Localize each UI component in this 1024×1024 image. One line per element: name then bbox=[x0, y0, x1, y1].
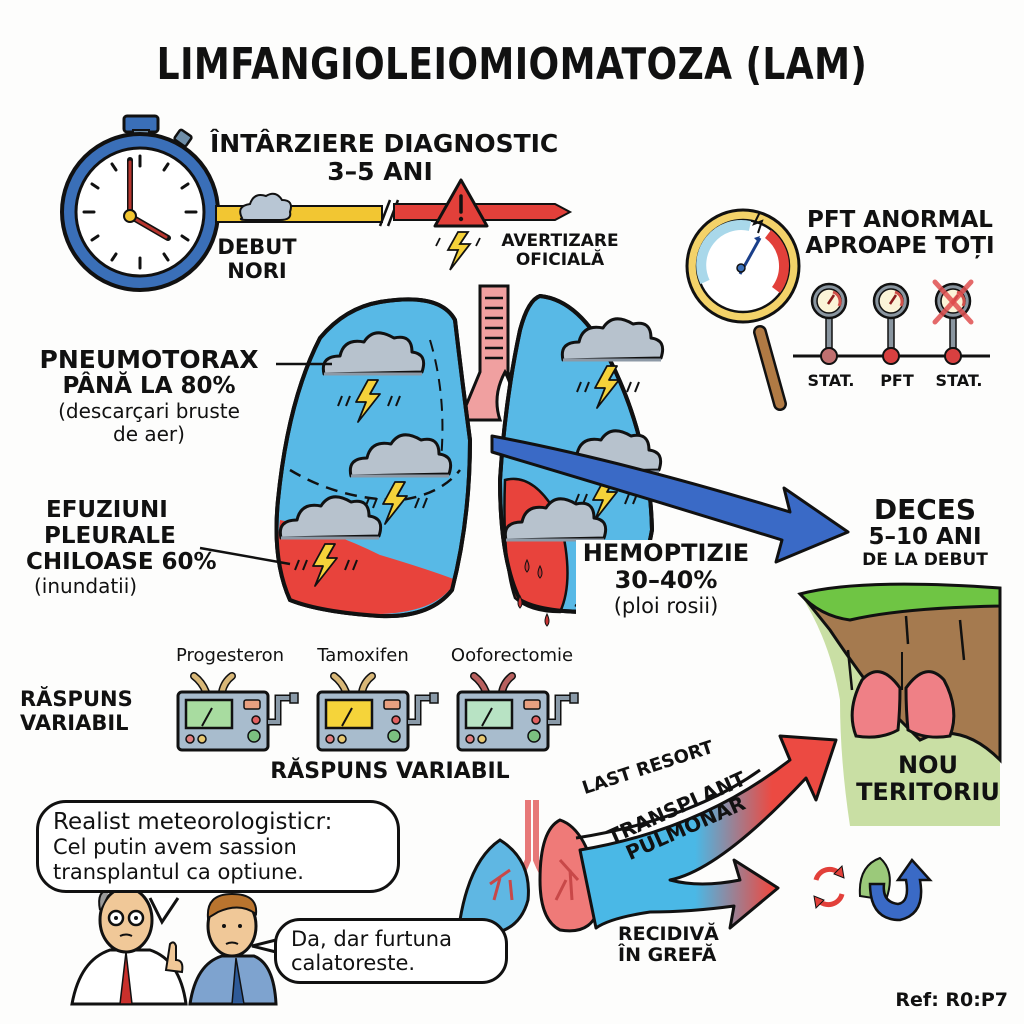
bubble2-line2: calatoreste. bbox=[291, 951, 416, 976]
storm-cloud-icon bbox=[321, 331, 426, 423]
official-warning-line2: OFICIALĂ bbox=[515, 250, 605, 271]
pft-gauge-2 bbox=[872, 282, 910, 365]
treatment-label-progesterone: Progesteron bbox=[176, 645, 284, 666]
pft-label: PFT ANORMAL APROAPE TOȚI bbox=[800, 207, 1000, 260]
diagnostic-delay-heading: ÎNTÂRZIERE DIAGNOSTIC bbox=[210, 129, 559, 158]
variable-response-bottom-label: RĂSPUNS VARIABIL bbox=[270, 759, 510, 784]
cross-out-icon bbox=[932, 279, 974, 325]
storm-cloud-icon bbox=[278, 495, 383, 587]
stopwatch-icon bbox=[60, 114, 220, 292]
new-territory-line2: TERITORIU bbox=[856, 777, 1000, 806]
pneumothorax-title: PNEUMOTORAX bbox=[39, 345, 259, 374]
new-territory-line1: NOU bbox=[898, 751, 958, 779]
treatment-label-tamoxifen: Tamoxifen bbox=[317, 645, 409, 666]
transplant-lungs-icon bbox=[458, 800, 602, 936]
speech-bubble-colleague: Da, dar furtuna calatoreste. bbox=[274, 918, 508, 985]
graft-recurrence-label: RECIDIVĂ ÎN GREFĂ bbox=[618, 923, 748, 967]
treatment-device-2 bbox=[316, 672, 439, 752]
diagnostic-delay-years: 3–5 ANI bbox=[327, 157, 433, 186]
lightning-icon bbox=[435, 231, 481, 271]
reference-label: Ref: R0:P7 bbox=[895, 989, 1008, 1011]
pneumothorax-note-line2: de aer) bbox=[113, 421, 185, 446]
onset-label-line2: NORI bbox=[227, 258, 287, 283]
pft-label-line1: PFT ANORMAL bbox=[807, 207, 993, 233]
effusions-rate: CHILOASE 60% bbox=[26, 548, 217, 575]
variable-response-line2: VARIABIL bbox=[20, 710, 129, 735]
pft-label-line2: APROAPE TOȚI bbox=[805, 232, 995, 259]
hemoptysis-label: HEMOPTIZIE 30–40% (ploi rosii) bbox=[576, 540, 756, 618]
official-warning-label: AVERTIZARE OFICIALĂ bbox=[490, 231, 630, 271]
bubble2-line1: Da, dar furtuna bbox=[291, 927, 452, 951]
pneumothorax-label: PNEUMOTORAX PÂNĂ LA 80% (descarçari brus… bbox=[24, 346, 274, 446]
gauge-label-stat-1: STAT. bbox=[807, 371, 855, 390]
storm-cloud-icon bbox=[560, 317, 665, 409]
graft-recurrence-line1: RECIDIVĂ bbox=[618, 923, 719, 945]
variable-response-line1: RĂSPUNS bbox=[20, 687, 133, 711]
effusions-line2: PLEURALE bbox=[44, 522, 176, 549]
transplant-arrow bbox=[575, 734, 838, 930]
treatment-label-oophorectomy: Ooforectomie bbox=[450, 645, 574, 666]
new-territory-label: NOU TERITORIU bbox=[848, 752, 1008, 806]
death-years: 5–10 ANI bbox=[868, 524, 982, 551]
return-arrow-icon bbox=[858, 856, 933, 922]
cloud-icon bbox=[239, 192, 292, 221]
hemoptysis-rate: 30–40% bbox=[614, 565, 718, 594]
pft-gauge-1 bbox=[810, 282, 848, 365]
bubble-tail bbox=[148, 897, 180, 925]
storm-cloud-icon bbox=[348, 433, 453, 525]
treatment-device-1 bbox=[176, 672, 299, 752]
death-title: DECES bbox=[873, 493, 977, 526]
hemoptysis-note: (ploi rosii) bbox=[613, 593, 719, 618]
gauge-label-stat-2: STAT. bbox=[935, 371, 983, 390]
death-label: DECES 5–10 ANI DE LA DEBUT bbox=[830, 494, 1020, 570]
bubble-tail bbox=[251, 938, 277, 954]
speech-bubble-meteorologist: Realist meteorologisticr: Cel putin avem… bbox=[36, 800, 400, 893]
treatment-device-3 bbox=[456, 672, 579, 752]
onset-label-line1: DEBUT bbox=[217, 235, 297, 259]
pneumothorax-note-line1: (descarçari bruste bbox=[58, 398, 240, 423]
cliff-icon bbox=[797, 582, 1002, 826]
doctor-meteorologist-figure bbox=[70, 886, 188, 1006]
page-title: LIMFANGIOLEIOMIOMATOZA (LAM) bbox=[156, 39, 868, 90]
doctor-colleague-figure bbox=[188, 892, 278, 1006]
pft-gauge-3 bbox=[932, 279, 974, 365]
official-warning-line1: AVERTIZARE bbox=[501, 231, 619, 251]
variable-response-side-label: RĂSPUNS VARIABIL bbox=[20, 687, 150, 735]
diagnostic-delay-label: ÎNTÂRZIERE DIAGNOSTIC 3–5 ANI bbox=[210, 129, 559, 186]
onset-label: DEBUT NORI bbox=[212, 235, 302, 283]
magnifier-gauge-icon bbox=[685, 208, 801, 411]
bubble1-line2: Cel putin avem sassion bbox=[53, 835, 297, 860]
effusions-label: EFUZIUNI PLEURALE CHILOASE 60% (inundati… bbox=[26, 497, 236, 599]
death-from-onset: DE LA DEBUT bbox=[862, 550, 988, 571]
progression-arrow bbox=[490, 434, 850, 564]
recycle-icon bbox=[813, 864, 845, 910]
graft-recurrence-line2: ÎN GREFĂ bbox=[618, 944, 717, 967]
effusions-note: (inundatii) bbox=[34, 574, 138, 599]
bubble1-line3: transplantul ca optiune. bbox=[53, 859, 304, 884]
gauge-label-pft: PFT bbox=[880, 371, 914, 390]
pneumothorax-rate: PÂNĂ LA 80% bbox=[62, 373, 236, 399]
warning-triangle-icon bbox=[433, 178, 489, 228]
bubble1-line1: Realist meteorologisticr: bbox=[53, 809, 333, 835]
effusions-line1: EFUZIUNI bbox=[46, 497, 168, 523]
timeline-bar bbox=[215, 199, 573, 227]
hemoptysis-title: HEMOPTIZIE bbox=[582, 539, 750, 567]
